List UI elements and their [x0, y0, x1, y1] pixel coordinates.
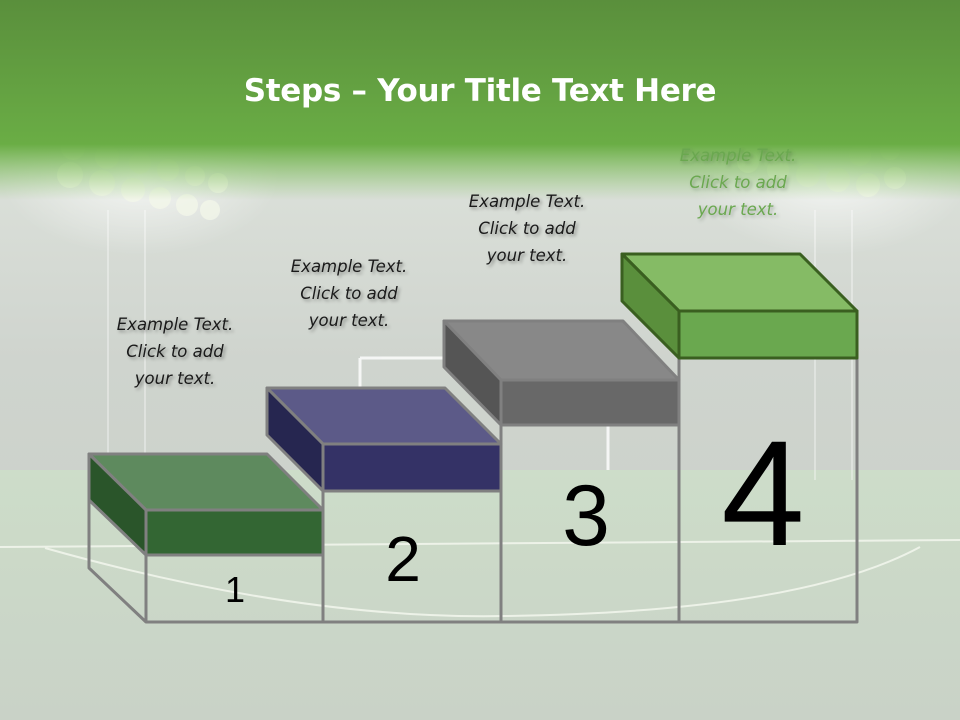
step-1-note-line1: Example Text.	[116, 315, 234, 334]
step-4-note-line1: Example Text.	[679, 146, 797, 165]
step-3-number: 3	[562, 468, 610, 564]
step-2-number: 2	[385, 523, 421, 595]
slide-title: Steps – Your Title Text Here	[0, 73, 960, 109]
step-3-note-line3: your text.	[486, 246, 568, 265]
step-1-note-line3: your text.	[134, 369, 216, 388]
step-4-note-line3: your text.	[697, 200, 779, 219]
step-2-note-line1: Example Text.	[290, 257, 408, 276]
step-3-note[interactable]: Example Text. Click to add your text.	[437, 188, 617, 269]
step-1-note-line2: Click to add	[126, 342, 224, 361]
title-rest: – Your Title Text Here	[341, 72, 717, 109]
step-3-block[interactable]	[442, 319, 681, 427]
step-4-note-line2: Click to add	[689, 173, 787, 192]
step-1-number: 1	[224, 569, 246, 610]
step-2-note-line3: your text.	[308, 311, 390, 330]
step-4-number: 4	[721, 409, 805, 577]
step-2-note[interactable]: Example Text. Click to add your text.	[259, 253, 439, 334]
step-1-block[interactable]	[87, 452, 325, 557]
step-2-block[interactable]	[265, 386, 503, 493]
step-4-block[interactable]	[620, 252, 859, 360]
step-3-note-line2: Click to add	[478, 219, 576, 238]
step-4-note[interactable]: Example Text. Click to add your text.	[648, 142, 828, 223]
step-3-note-line1: Example Text.	[468, 192, 586, 211]
title-bold: Steps	[243, 72, 342, 109]
step-2-note-line2: Click to add	[300, 284, 398, 303]
step-1-note[interactable]: Example Text. Click to add your text.	[85, 311, 265, 392]
